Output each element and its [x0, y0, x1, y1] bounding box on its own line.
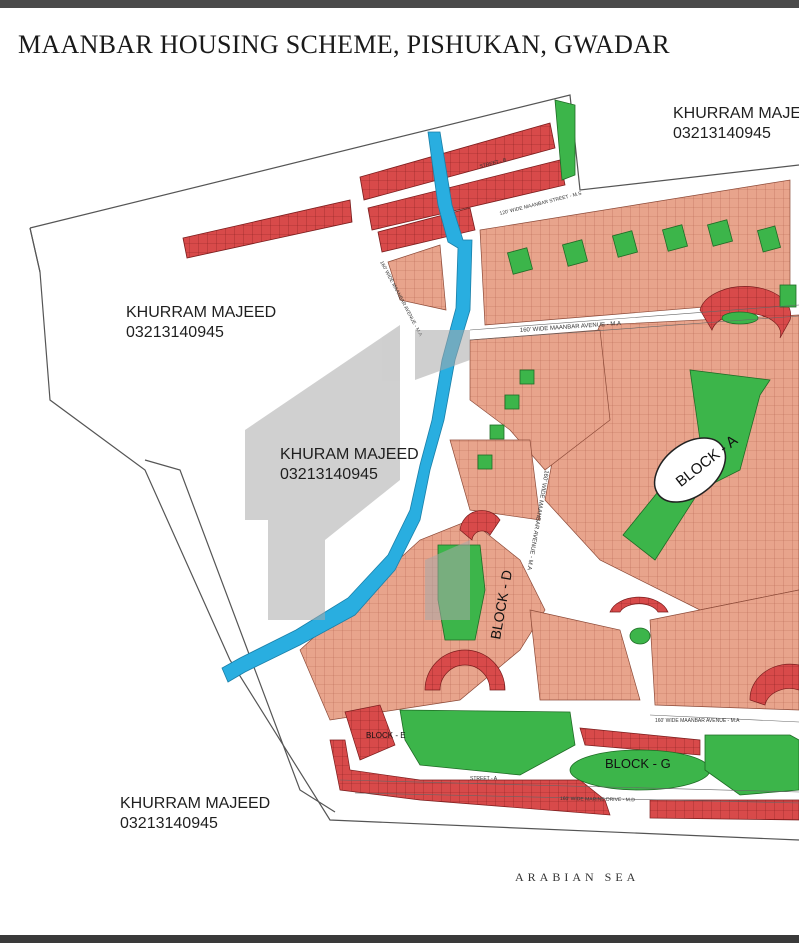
commercial-strip-north: [182, 99, 576, 259]
contact-phone: 03213140945: [280, 466, 378, 483]
road-label-marine-drive: 160' WIDE MARINE DRIVE - M.D: [560, 796, 635, 803]
top-border: [0, 0, 799, 8]
road-label-street-a: STREET - A: [470, 776, 498, 782]
contact-left: KHURRAM MAJEED 03213140945: [126, 303, 276, 343]
block-e-label: BLOCK - E: [366, 731, 406, 740]
contact-name: KHURRAM MAJEED: [126, 304, 277, 321]
block-g-label: BLOCK - G: [605, 756, 671, 771]
map-title: MAANBAR HOUSING SCHEME, PISHUKAN, GWADAR: [18, 30, 670, 59]
contact-phone: 03213140945: [126, 324, 224, 341]
contact-phone: 03213140945: [120, 815, 218, 832]
sea-label: ARABIAN SEA: [515, 870, 640, 884]
watermark-logo: [245, 325, 470, 620]
contact-top-right: KHURRAM MAJE 03213140945: [673, 104, 799, 144]
block-a-ring: [653, 437, 727, 503]
road-lines: [339, 304, 799, 804]
commercial-strip-south: [329, 286, 799, 821]
road-label-avenue-bottom: 160' WIDE MAANBAR AVENUE - M.A: [655, 718, 740, 724]
contact-bottom-left: KHURRAM MAJEED 03213140945: [120, 794, 270, 834]
bottom-border: [0, 935, 799, 943]
contact-name: KHURRAM MAJE: [673, 105, 799, 122]
contact-name: KHURRAM MAJEED: [120, 795, 271, 812]
contact-phone: 03213140945: [673, 125, 771, 142]
contact-center: KHURAM MAJEED 03213140945: [280, 445, 419, 485]
contact-name: KHURAM MAJEED: [280, 446, 419, 463]
